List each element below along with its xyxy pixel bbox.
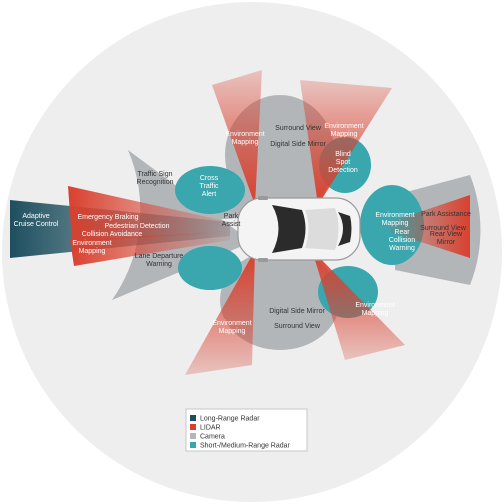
lidar-top-left-beam [212,70,262,205]
lidar-top-right-beam [300,80,392,205]
label-surround-view-bottom: Surround View [274,323,321,330]
lidar-bottom-right-beam [312,250,405,360]
lidar-bottom-left-beam [185,250,255,375]
lidar-front-beam [68,186,230,242]
label-emergency-braking: Emergency Braking [77,214,138,221]
radar-front-left-bottom [178,246,242,290]
car-top-view [237,196,361,262]
label-pedestrian-detection: Pedestrian Detection [105,223,170,230]
label-surround-view-right: Surround View [420,225,467,232]
lidar-rear-beam [390,195,470,258]
legend-swatch [190,442,196,448]
label-park-assistance: Park Assistance [421,211,471,218]
lidar-front-lower-beam [70,232,230,266]
legend-box [185,408,308,452]
legend-label: Long-Range Radar [200,416,260,423]
label-collision-avoidance: Collision Avoidance [82,231,143,238]
label-surround-view-top: Surround View [275,125,322,132]
label-digital-side-mirror-bottom: Digital Side Mirror [269,308,325,315]
radar-front-left-top [175,166,245,214]
legend-swatch [190,424,196,430]
legend-swatch [190,433,196,439]
legend-label: LIDAR [200,425,221,432]
legend-label: Short-/Medium-Range Radar [200,443,291,450]
legend-label: Camera [200,434,225,441]
legend-swatch [190,415,196,421]
label-digital-side-mirror-top: Digital Side Mirror [270,141,326,148]
